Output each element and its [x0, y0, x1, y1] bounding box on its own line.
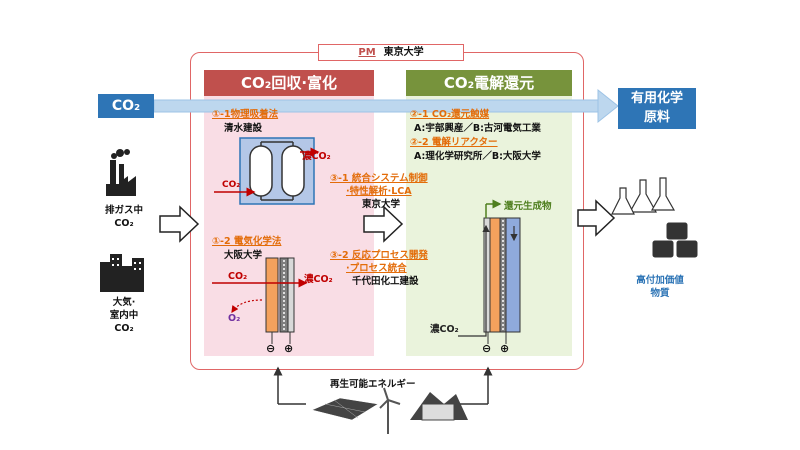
item-3-2-title-line1: ③-2 反応プロセス開発 — [330, 250, 428, 261]
item-3-1-org: 東京大学 — [362, 199, 401, 210]
capture-header: CO₂回収·富化 — [204, 70, 374, 96]
item-1-1-title: ①-1物理吸着法 — [212, 109, 279, 120]
air-line3: CO₂ — [114, 323, 134, 334]
flasks-icon — [611, 177, 676, 215]
electrochemical-cell-graphic — [212, 257, 308, 344]
item-3-1-title-line2: ·特性解析·LCA — [346, 186, 412, 197]
item-2-1-org: A:宇部興産／B:古河電気工業 — [414, 123, 541, 134]
buildings-icon — [100, 254, 144, 292]
label-co2-1: CO₂ — [222, 180, 241, 190]
exhaust-line2: CO₂ — [114, 218, 134, 229]
renewable-energy-connectors — [273, 366, 493, 405]
co2-input-box: CO₂ — [98, 94, 154, 118]
block-arrow-middle — [363, 205, 404, 243]
high-value-line1: 高付加価値 — [636, 275, 684, 286]
high-value-label: 高付加価値 物質 — [622, 274, 698, 300]
terminal-plus-1: ⊕ — [284, 342, 294, 355]
label-conc-co2-2: 濃CO₂ — [304, 274, 333, 285]
item-3-2-org: 千代田化工建設 — [352, 276, 419, 287]
co2-flow-arrow — [153, 88, 619, 124]
pm-org: 東京大学 — [383, 47, 424, 58]
label-reduction-product: 還元生成物 — [504, 201, 552, 212]
exhaust-line1: 排ガス中 — [104, 205, 143, 216]
block-arrow-output — [577, 199, 616, 237]
exhaust-co2-label: 排ガス中 CO₂ — [96, 204, 152, 230]
label-co2-2: CO₂ — [228, 271, 248, 282]
air-line2: 室内中 — [109, 310, 139, 321]
barrels-icon — [651, 221, 699, 259]
product-line1: 有用化学 — [630, 91, 683, 106]
factory-icon — [106, 149, 136, 196]
label-conc-co2-1: 濃CO₂ — [302, 151, 331, 162]
product-line2: 原料 — [643, 110, 670, 125]
item-1-2-org: 大阪大学 — [224, 250, 263, 261]
adsorption-tanks-graphic — [214, 137, 320, 205]
label-conc-co2-3: 濃CO₂ — [430, 324, 459, 335]
terminal-minus-1: ⊖ — [266, 342, 276, 355]
item-3-2-title-line2: ·プロセス統合 — [346, 263, 407, 274]
pm-tag: PM — [358, 47, 376, 58]
label-o2: O₂ — [228, 313, 241, 324]
item-3-1-title-line1: ③-1 統合システム制御 — [330, 173, 428, 184]
wind-turbine-icon — [379, 387, 401, 434]
air-co2-label: 大気· 室内中 CO₂ — [96, 296, 152, 335]
air-line1: 大気· — [112, 297, 136, 308]
pm-label: PM 東京大学 — [318, 44, 464, 61]
item-1-2-title: ①-2 電気化学法 — [212, 236, 282, 247]
high-value-line2: 物質 — [650, 288, 670, 299]
item-2-1-title: ②-1 CO₂還元触媒 — [410, 109, 490, 120]
block-arrow-source — [159, 205, 200, 243]
terminal-minus-2: ⊖ — [482, 342, 492, 355]
terminal-plus-2: ⊕ — [500, 342, 510, 355]
electrolyzer-graphic — [458, 199, 521, 344]
solar-panel-icon — [311, 397, 379, 421]
item-1-1-org: 清水建設 — [224, 123, 263, 134]
item-2-2-title: ②-2 電解リアクター — [410, 137, 498, 148]
product-box: 有用化学 原料 — [618, 88, 696, 129]
item-2-2-org: A:理化学研究所／B:大阪大学 — [414, 151, 541, 162]
renewable-energy-label: 再生可能エネルギー — [330, 379, 416, 390]
reduction-header: CO₂電解還元 — [406, 70, 572, 96]
hydro-dam-icon — [410, 392, 468, 421]
